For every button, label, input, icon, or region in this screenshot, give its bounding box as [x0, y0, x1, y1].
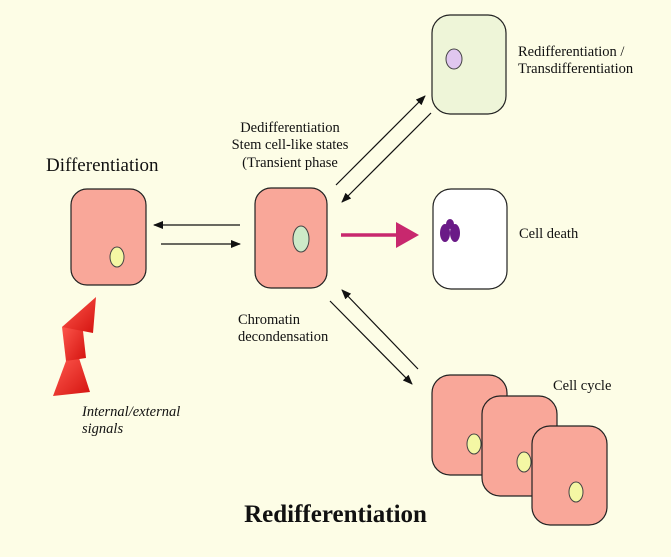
transdifferentiated-cell [431, 14, 507, 115]
differentiated-cell-nucleus [109, 246, 125, 268]
differentiation-label: Differentiation [46, 155, 159, 176]
dedifferentiation-line: Dedifferentiation [240, 120, 340, 136]
signal-bolt-icon [53, 297, 96, 396]
differentiated-cell [70, 188, 147, 286]
fragmented-nucleus [440, 219, 460, 242]
cell-cycle-label: Cell cycle [553, 378, 612, 394]
signals-label: Internal/external signals [82, 404, 180, 439]
decondensation-line: decondensation [238, 329, 329, 346]
transdifferentiation-line: Transdifferentiation [518, 61, 634, 78]
arrow-from-cell-cycle [341, 289, 419, 370]
arrow-to-cell-cycle [329, 300, 413, 385]
transdifferentiated-cell-nucleus [445, 48, 463, 70]
internal-external-line: Internal/external [82, 404, 181, 420]
cell-death-label: Cell death [519, 226, 579, 242]
diagram-title: Redifferentiation [244, 501, 427, 528]
stem-cell-states-line: Stem cell-like states [231, 137, 349, 154]
dedifferentiated-cell-nucleus [292, 225, 310, 253]
signals-line: signals [82, 421, 124, 438]
arrow-from-transdifferentiation [341, 112, 432, 203]
dedifferentiation-label: Dedifferentiation Stem cell-like states … [215, 120, 365, 172]
chromatin-decondensation-label: Chromatin decondensation [238, 312, 328, 347]
dead-cell [432, 188, 508, 290]
redifferentiation-transdifferentiation-label: Redifferentiation / Transdifferentiation [518, 44, 633, 79]
arrow-to-transdifferentiation [335, 95, 426, 186]
chromatin-line: Chromatin [238, 312, 301, 328]
cycling-cell-3 [531, 425, 608, 526]
redifferentiation-line: Redifferentiation / [518, 44, 625, 60]
cell-cycle-cells [431, 374, 608, 526]
dedifferentiated-cell [254, 187, 328, 289]
cell-death-arrow [341, 222, 419, 248]
transient-phase-line: (Transient phase [242, 154, 338, 171]
